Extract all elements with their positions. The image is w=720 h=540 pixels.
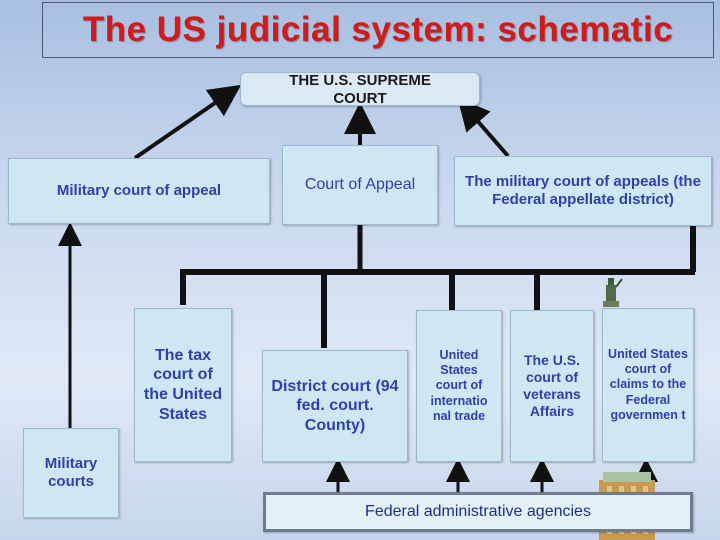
military-court-of-appeal-label: Military court of appeal xyxy=(56,181,222,199)
military-court-of-appeal-box: Military court of appeal xyxy=(8,158,270,224)
veterans-court-label: The U.S. court of veterans Affairs xyxy=(523,351,581,420)
statue-icon xyxy=(603,278,623,307)
arrow-military-to-supreme xyxy=(133,84,242,160)
claims-court-box: United States court of claims to the Fed… xyxy=(602,308,694,462)
military-appeals-federal-box: The military court of appeals (the Feder… xyxy=(454,156,712,226)
tax-court-box: The tax court of the United States xyxy=(134,308,232,462)
supreme-court-box: THE U.S. SUPREME COURT xyxy=(240,71,480,107)
military-courts-box: Military courts xyxy=(23,428,119,518)
title-frame: The US judicial system: schematic xyxy=(42,2,714,58)
supreme-court-label: THE U.S. SUPREME COURT xyxy=(289,71,431,107)
military-courts-label: Military courts xyxy=(44,454,98,490)
tax-court-label: The tax court of the United States xyxy=(143,346,223,423)
federal-agencies-label: Federal administrative agencies xyxy=(365,503,591,521)
court-of-appeal-label: Court of Appeal xyxy=(304,176,416,194)
district-court-label: District court (94 fed. court. County) xyxy=(271,377,399,434)
intl-trade-court-box: United States court of internatio nal tr… xyxy=(416,310,502,462)
federal-agencies-box: Federal administrative agencies xyxy=(263,492,693,532)
military-appeals-federal-label: The military court of appeals (the Feder… xyxy=(465,172,701,208)
court-of-appeal-box: Court of Appeal xyxy=(282,145,438,225)
district-court-box: District court (94 fed. court. County) xyxy=(262,350,408,462)
veterans-court-box: The U.S. court of veterans Affairs xyxy=(510,310,594,462)
intl-trade-court-label: United States court of internatio nal tr… xyxy=(430,347,488,423)
page-title: The US judicial system: schematic xyxy=(82,10,674,49)
arrow-federal-appeal-to-supreme xyxy=(457,97,510,158)
claims-court-label: United States court of claims to the Fed… xyxy=(608,346,688,422)
